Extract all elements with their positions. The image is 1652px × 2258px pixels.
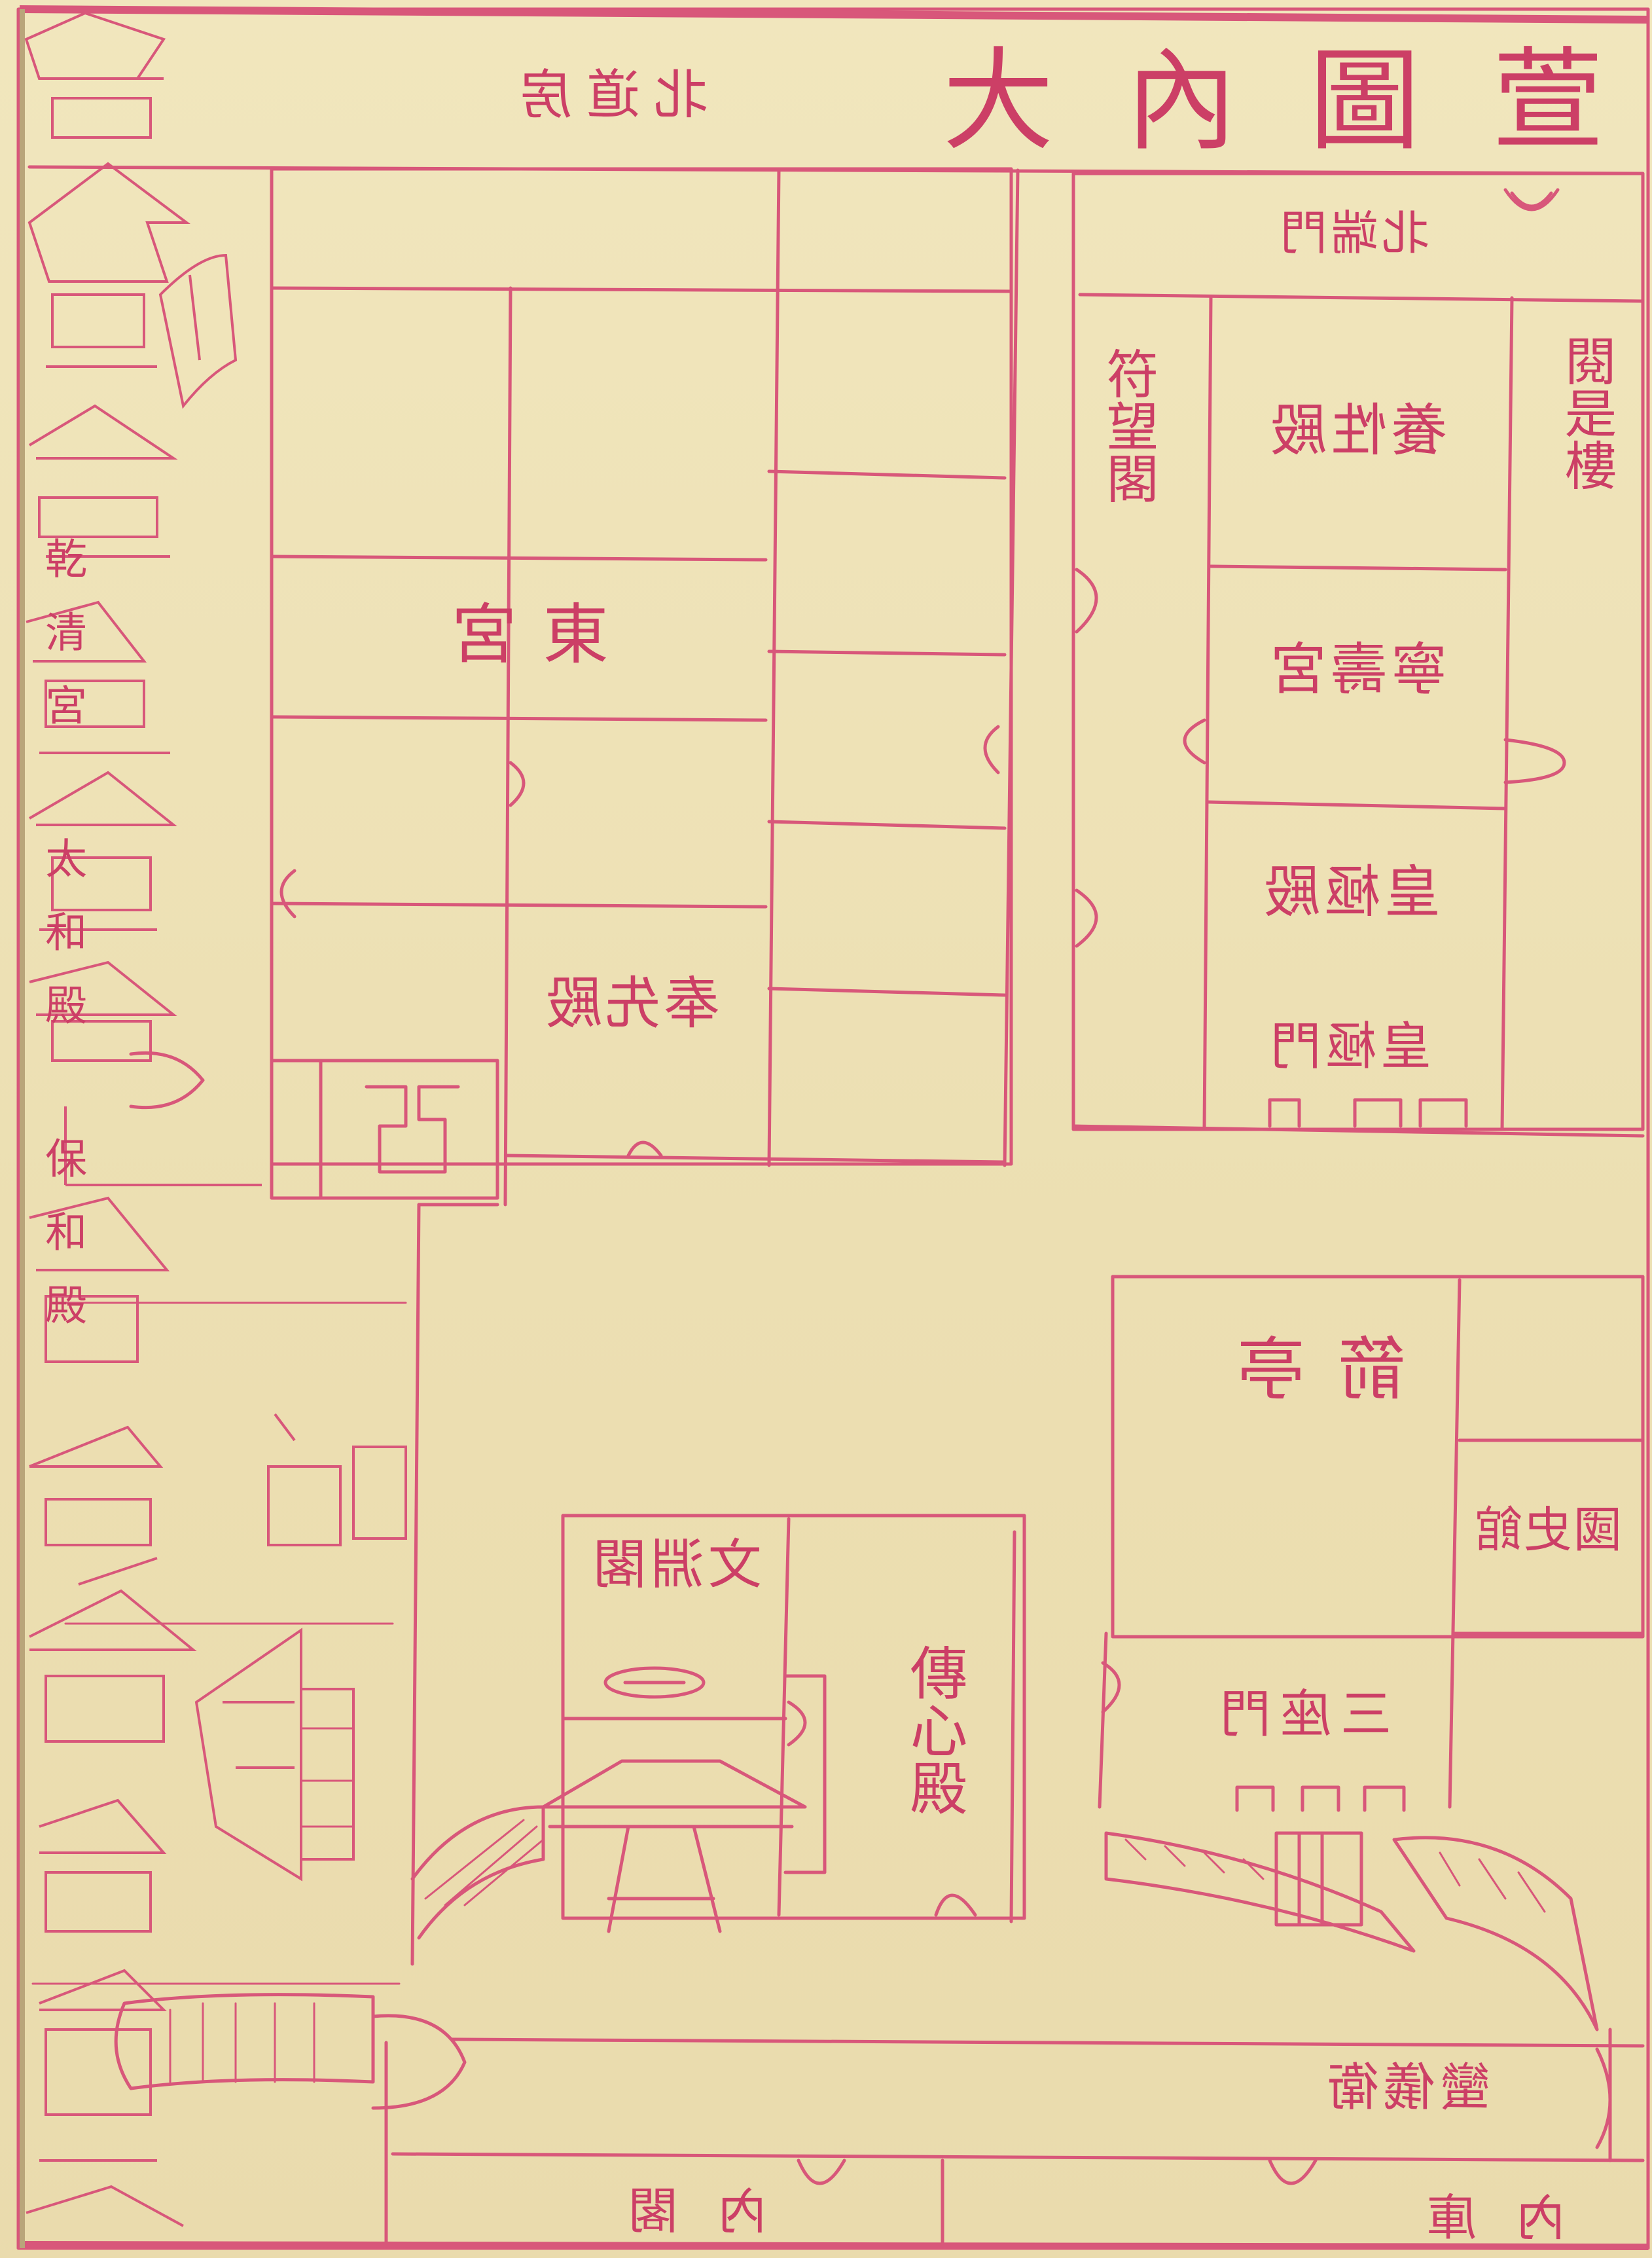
label-bottom-right-mirrored: 蠻儀衛: [1322, 2058, 1492, 2117]
label-huangjimen: 皇極門: [1266, 1017, 1432, 1076]
label-left-margin: 乾清宮 太和殿 保和殿: [38, 537, 87, 1357]
label-top-right-mirrored: 北端門: [1276, 206, 1430, 261]
ningshougong-complex: [1071, 172, 1645, 1138]
label-huangjidian: 皇極殿: [1260, 860, 1441, 925]
bridges: [410, 1805, 1599, 2031]
label-fuwangge: 符望閣: [1098, 347, 1159, 504]
southern-roads: [114, 1993, 1645, 2248]
label-neiku-bottom: 內庫: [1388, 2189, 1566, 2247]
wenyuange-block: [541, 1514, 1026, 1933]
left-margin-buildings: [24, 11, 407, 2227]
label-sanzuomen: 三座門: [1211, 1685, 1392, 1744]
label-chuanxindian: 傳心殿: [901, 1643, 969, 1816]
label-neige-bottom: 內閣: [589, 2182, 767, 2240]
donggong-block: [270, 167, 1020, 1207]
label-wenyuange: 文淵閣: [589, 1534, 763, 1596]
label-louge: 閱是樓: [1556, 334, 1617, 491]
map-title: 大內圖萱: [943, 37, 1652, 166]
label-guoshiguan: 國史館: [1473, 1502, 1622, 1558]
label-donggong: 東宮: [425, 596, 609, 673]
west-gate-block: [270, 1059, 499, 1200]
label-ningshougong: 寧壽宮: [1266, 637, 1447, 702]
courtyard-west-wall: [410, 1203, 421, 1966]
bottom-border: [19, 2241, 1649, 2250]
label-jianting: 箭亭: [1204, 1330, 1407, 1410]
jianting-block: [1098, 1275, 1645, 1812]
label-fengxiandian: 奉先殿: [543, 971, 720, 1036]
label-yangxingdian: 養性殿: [1266, 398, 1447, 464]
top-border: [19, 5, 1649, 24]
label-north-top-left: 北道房: [504, 64, 709, 126]
